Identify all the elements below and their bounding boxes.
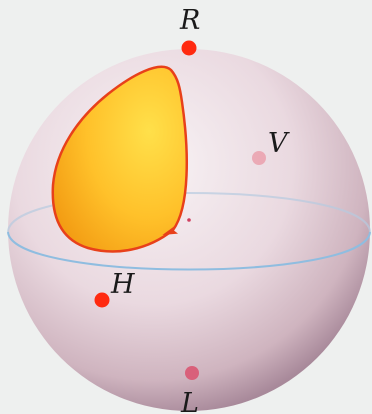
point-h xyxy=(94,292,110,308)
equator-front xyxy=(7,231,371,271)
label-v: V xyxy=(268,128,290,159)
label-h: H xyxy=(110,269,135,300)
marker-dot xyxy=(187,218,191,222)
label-l: L xyxy=(180,388,199,414)
arrow-icon xyxy=(162,225,179,235)
region xyxy=(51,65,189,253)
equator-back xyxy=(7,192,371,233)
point-l xyxy=(185,366,199,380)
point-r xyxy=(181,40,197,56)
point-v xyxy=(252,151,266,165)
label-r: R xyxy=(179,5,200,36)
